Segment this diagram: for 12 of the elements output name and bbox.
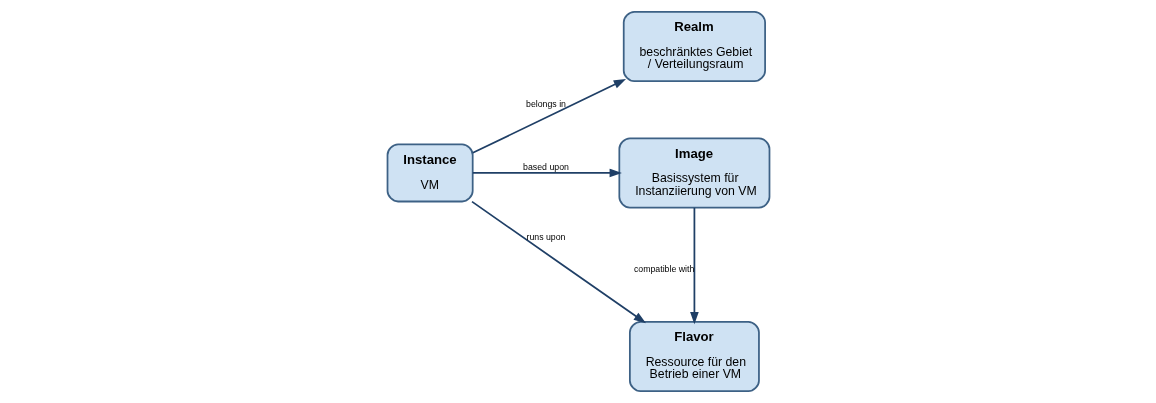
node-box: Instance VM (386, 143, 474, 203)
node-box: Image Basissystem für Instanziierung von VM (617, 137, 770, 209)
arrow (471, 79, 626, 154)
edge-label: based upon (522, 162, 569, 173)
arrow (689, 206, 699, 325)
arrow (471, 168, 622, 178)
node-box: Realm beschränktes Gebiet / Verteilungsraum (622, 10, 766, 83)
arrow (470, 200, 646, 324)
edge-label: runs upon (526, 231, 566, 242)
edge-label: belongs in (525, 99, 566, 110)
node-box: Flavor Ressource für den Betrieb einer VM (628, 320, 760, 393)
edge-label: compatible with (633, 263, 694, 274)
